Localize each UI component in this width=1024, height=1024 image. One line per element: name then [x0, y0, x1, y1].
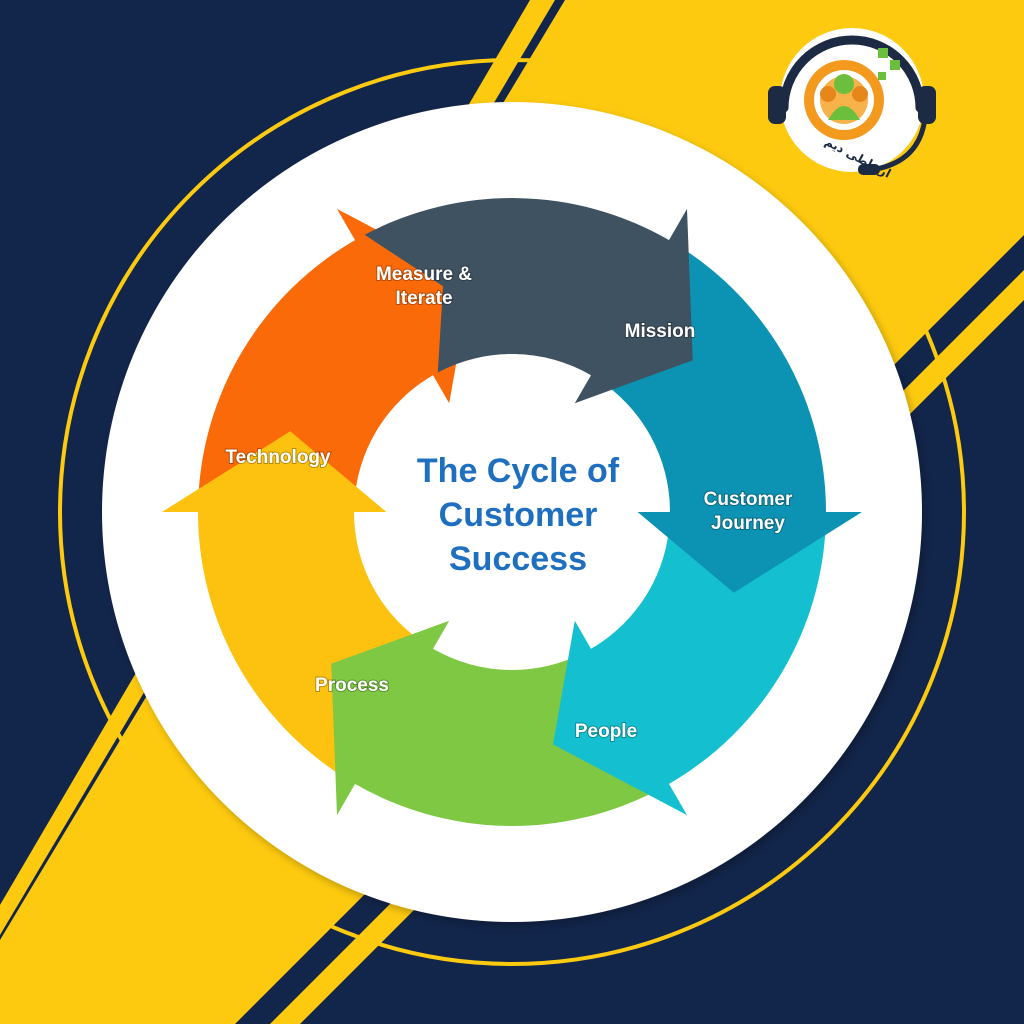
segment-arrow-technology	[198, 208, 471, 507]
headset-people-icon	[768, 35, 936, 175]
segment-arrow-process	[162, 431, 429, 779]
cycle-segments	[162, 198, 862, 826]
segment-label-technology: Technology	[225, 447, 331, 468]
segment-label-measure-iterate-line-2: Iterate	[395, 288, 452, 309]
outer-ring	[58, 58, 966, 966]
center-title-line-2: Customer	[439, 496, 598, 534]
segment-arrow-measure-iterate	[364, 198, 693, 404]
segment-arrow-mission	[595, 245, 862, 593]
segment-arrow-customer-journey	[553, 517, 826, 816]
center-title: The Cycle of Customer Success	[417, 452, 620, 578]
center-title-line-1: The Cycle of	[417, 452, 620, 490]
segment-label-process: Process	[315, 675, 389, 696]
segment-label-customer-journey-line-1: Customer	[704, 489, 793, 510]
center-title-line-3: Success	[449, 540, 587, 578]
segment-label-people: People	[575, 721, 637, 742]
segment-label-customer-journey-line-2: Journey	[711, 513, 785, 534]
segment-label-measure-iterate-line-1: Measure &	[376, 264, 472, 285]
segment-label-mission: Mission	[625, 321, 696, 342]
cycle-labels: Measure &IterateMissionCustomerJourneyPe…	[224, 263, 794, 743]
